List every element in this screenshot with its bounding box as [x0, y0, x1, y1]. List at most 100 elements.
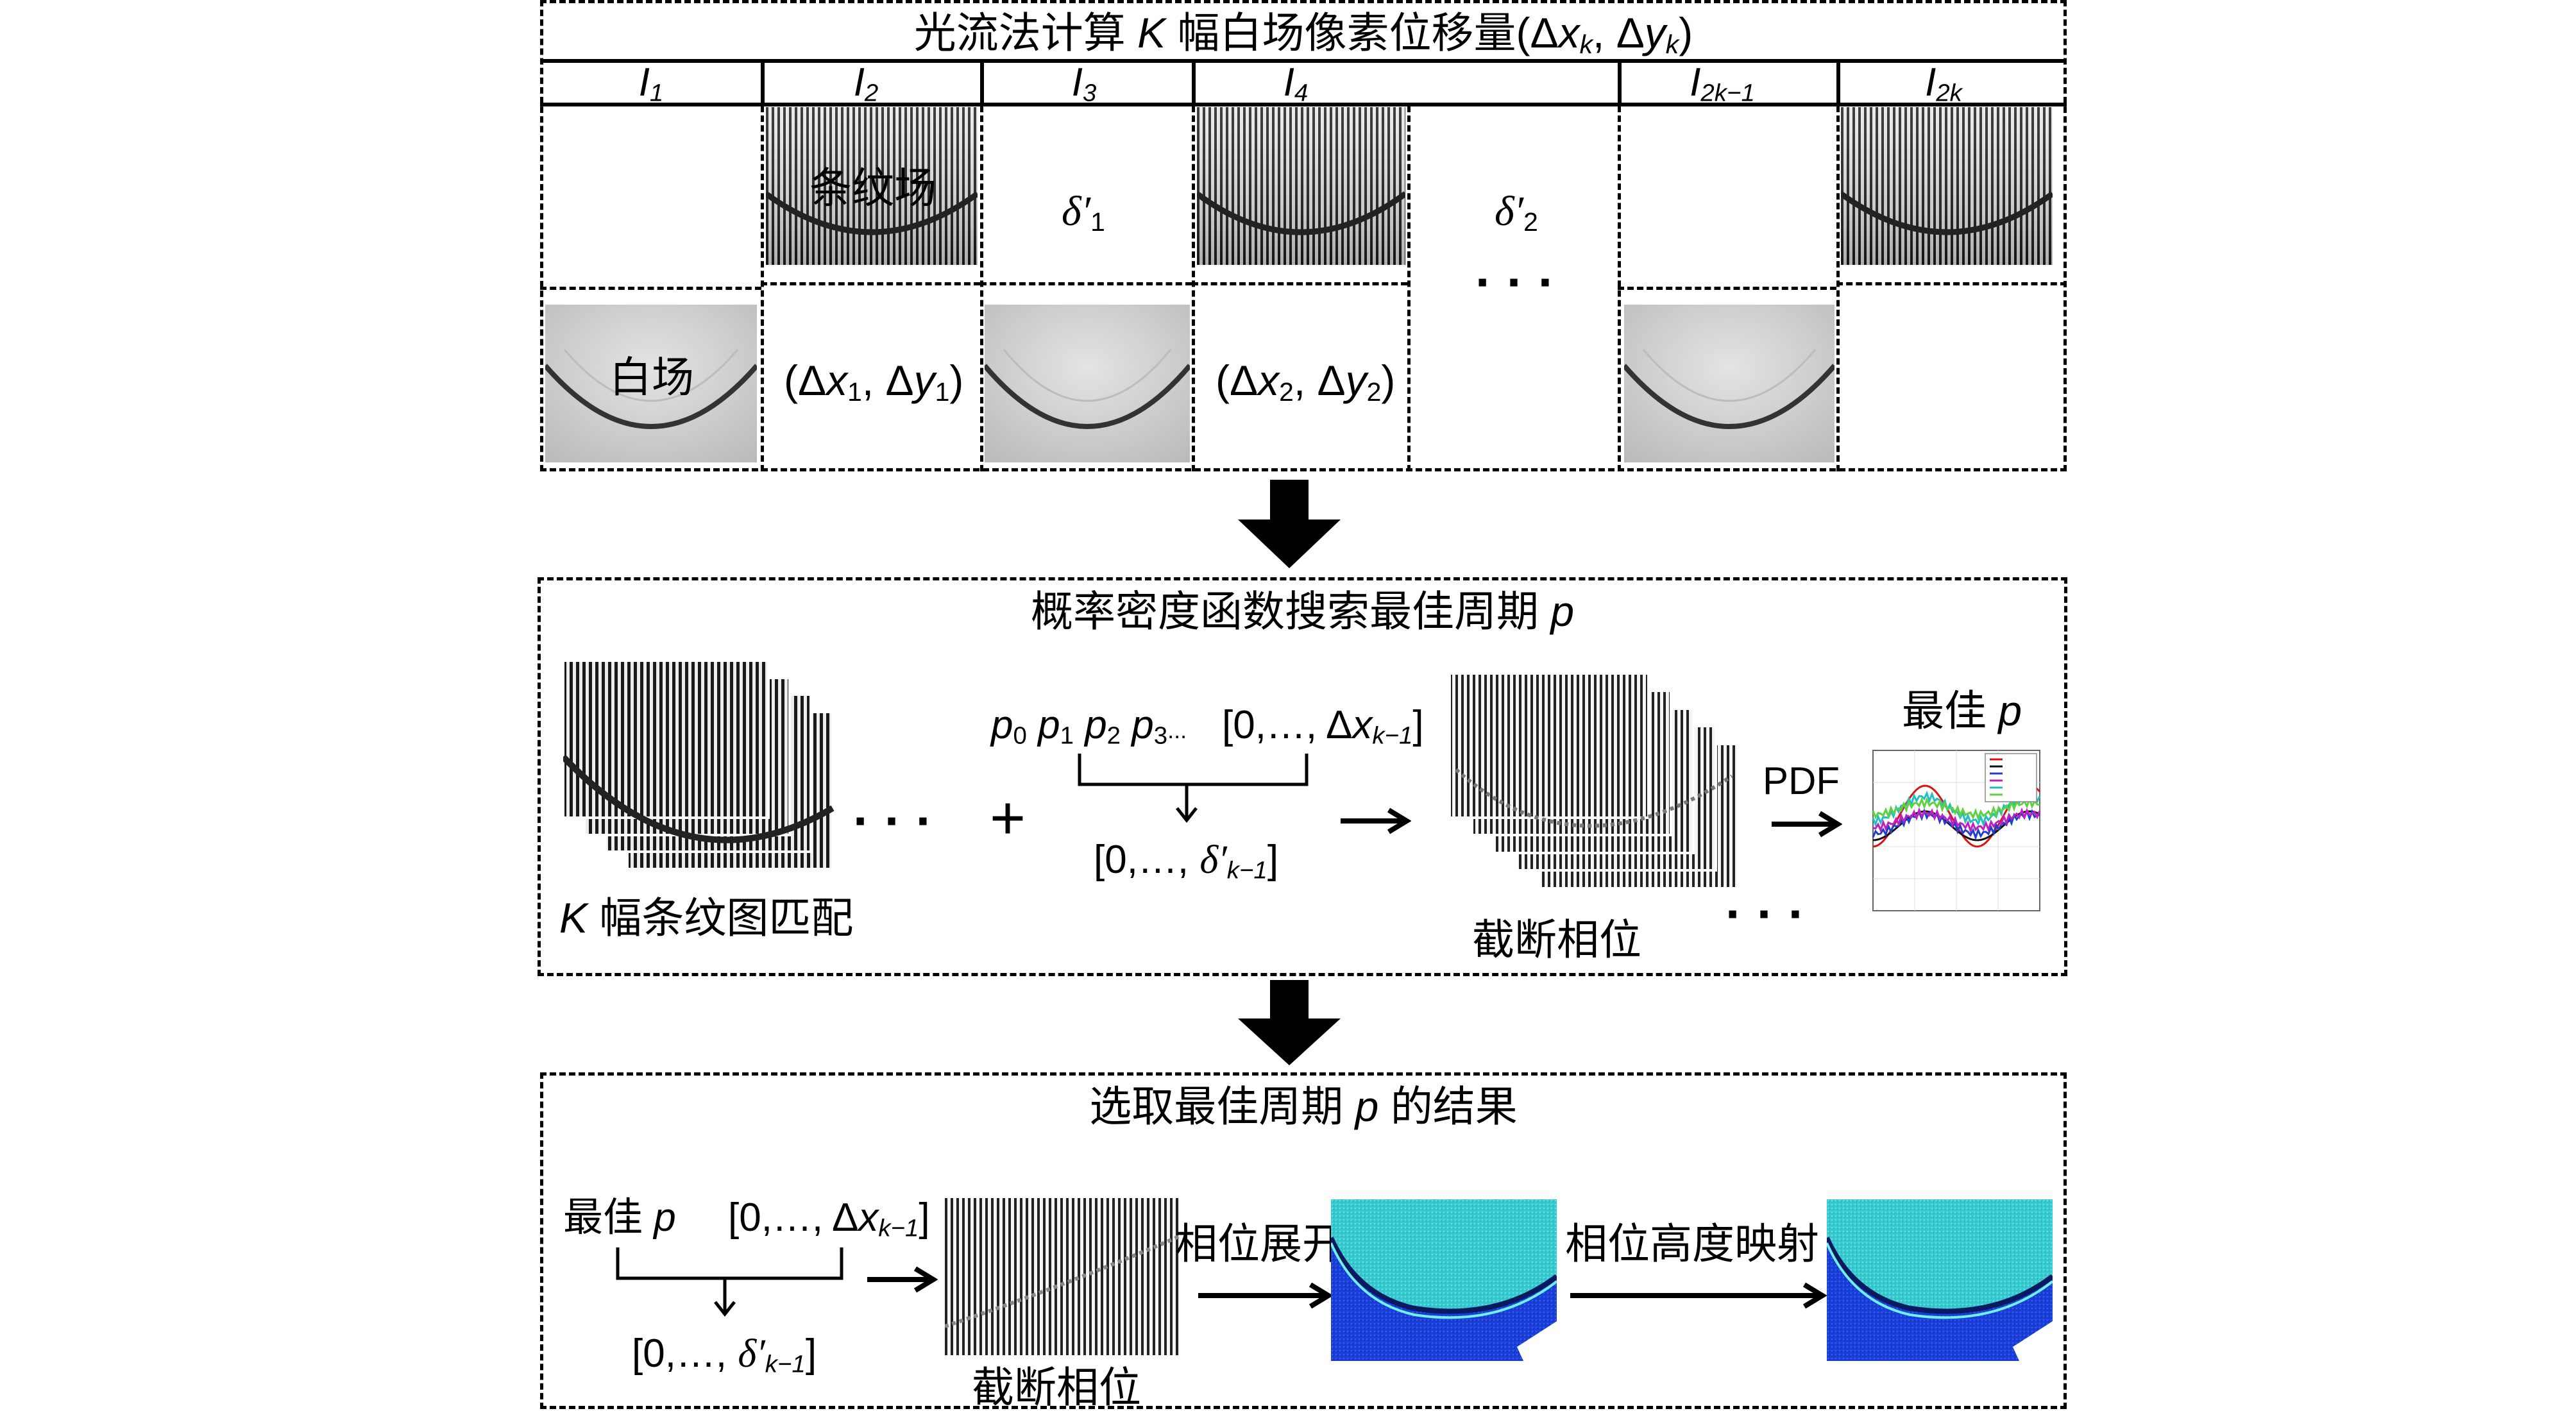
col-dash-1: [761, 106, 764, 471]
best-label-text: 最佳: [1902, 687, 1987, 734]
delta-2: δ′2: [1495, 189, 1538, 235]
disp2-s2: 2: [1366, 377, 1382, 407]
stack-label-text: 幅条纹图匹配: [599, 894, 854, 942]
fringe-image-i2: [766, 107, 978, 265]
col-sep-1: [761, 61, 765, 106]
panel2-arrow-2: [1772, 811, 1842, 838]
header-i2k-sub: 2k: [1936, 79, 1962, 107]
panel3-delta-open: [0,…,: [632, 1331, 738, 1376]
panel1-title-pre: 光流法计算: [913, 9, 1126, 56]
row-divider-5: [1618, 287, 1836, 290]
panel3-delta-close: ]: [805, 1331, 817, 1376]
header-i2: I2: [760, 63, 972, 106]
header-i4-base: I: [1283, 60, 1294, 105]
panel3-wrapped-label: 截断相位: [972, 1364, 1141, 1411]
panel2-bracket: [1078, 754, 1309, 824]
unwrap-label: 相位展开: [1175, 1220, 1344, 1267]
displacement-1: (Δx1, Δy1): [784, 359, 963, 405]
disp1-y: y: [913, 357, 935, 404]
white-image-i1: [545, 305, 757, 462]
header-i1-base: I: [638, 60, 650, 105]
panel3-delta-d: δ′: [738, 1332, 765, 1376]
panel2-title-pre: 概率密度函数搜索最佳周期: [1030, 587, 1539, 635]
disp2-mid: , Δ: [1293, 357, 1346, 404]
col-sep-3: [1192, 61, 1196, 106]
disp2-close: ): [1381, 357, 1396, 404]
panel2-delta-open: [0,…,: [1094, 838, 1200, 882]
panel3-delta-range: [0,…, δ′k−1]: [632, 1334, 817, 1377]
panel1-title: 光流法计算 K 幅白场像素位移量(Δxk, Δyk): [540, 12, 2067, 58]
header-i1: I1: [545, 63, 757, 106]
panel2-dx-open: [0,…, Δ: [1222, 703, 1353, 747]
panel2-dx-x: x: [1352, 703, 1373, 747]
white-field-label: 白场: [609, 353, 694, 401]
disp1-x: x: [826, 357, 848, 404]
displacement-2: (Δx2, Δy2): [1216, 359, 1395, 405]
header-i4-sub: 4: [1294, 79, 1309, 107]
p0-sub: 0: [1013, 722, 1027, 750]
panel3-arrow-2: [1198, 1282, 1333, 1309]
delta-2-sub: 2: [1523, 207, 1538, 237]
fringe-image-i2k: [1841, 107, 2053, 265]
disp1-mid: , Δ: [861, 357, 914, 404]
panel-pdf-search: [538, 577, 2067, 976]
panel2-wrapped-label: 截断相位: [1472, 916, 1641, 963]
panel2-dots: · · ·: [853, 792, 933, 849]
wrapped-phase-stack: [1450, 673, 1740, 890]
p1-base: p: [1038, 703, 1060, 747]
panel3-title: 选取最佳周期 p 的结果: [540, 1085, 2067, 1128]
fringe-stack: [563, 661, 835, 870]
panel2-delta-sub: k−1: [1226, 856, 1267, 884]
header-i2-base: I: [853, 60, 865, 105]
disp2-open: (Δ: [1216, 357, 1258, 404]
header-i4: I4: [1190, 63, 1402, 106]
p-ellipsis: ...: [1167, 717, 1187, 743]
panel3-dx-sub: k−1: [878, 1214, 919, 1242]
panel3-dx-x: x: [858, 1196, 879, 1240]
col-dash-6: [1836, 106, 1840, 471]
header-bottom-line: [540, 103, 2067, 106]
best-label-p: p: [1998, 687, 2022, 734]
panel-optical-flow: [540, 0, 2067, 471]
panel1-title-comma: , Δ: [1593, 9, 1645, 56]
p3-sub: 3: [1153, 722, 1168, 750]
row-divider-1: [540, 287, 761, 290]
panel3-dx-range: [0,…, Δxk−1]: [728, 1198, 930, 1241]
stack-label-k: K: [559, 894, 588, 942]
header-i2k-1: I2k−1: [1616, 63, 1828, 106]
panel2-delta-close: ]: [1267, 838, 1279, 882]
panel2-dx-close: ]: [1412, 703, 1424, 747]
panel2-delta-range: [0,…, δ′k−1]: [1094, 840, 1278, 883]
panel3-delta-sub: k−1: [765, 1350, 806, 1378]
col-sep-2: [980, 61, 984, 106]
header-top-line: [540, 59, 2067, 63]
row-divider-4: [1192, 282, 1407, 285]
white-image-i3: [985, 305, 1190, 462]
header-i3: I3: [978, 63, 1190, 106]
disp1-s1: 1: [847, 377, 862, 407]
pdf-label: PDF: [1763, 759, 1840, 802]
header-i3-base: I: [1071, 60, 1083, 105]
panel3-bracket: [616, 1247, 843, 1317]
panel1-title-x: x: [1558, 9, 1580, 56]
delta-1-sym: δ′: [1062, 188, 1091, 235]
panel1-title-end: ): [1679, 9, 1693, 56]
disp1-open: (Δ: [784, 357, 827, 404]
panel3-title-pre: 选取最佳周期: [1089, 1083, 1344, 1130]
header-i2k-1-base: I: [1690, 60, 1701, 105]
down-arrow-1: [1238, 480, 1341, 568]
panel2-dx-sub: k−1: [1372, 722, 1413, 750]
panel1-title-sub-k: k: [1579, 30, 1593, 59]
col-dash-4: [1407, 106, 1411, 471]
disp1-close: ): [949, 357, 964, 404]
delta-1: δ′1: [1062, 189, 1105, 235]
header-i3-sub: 3: [1082, 79, 1097, 107]
disp1-s2: 1: [935, 377, 950, 407]
header-i2-sub: 2: [864, 79, 879, 107]
panel-result: [540, 1072, 2067, 1409]
panel2-delta-d: δ′: [1199, 838, 1227, 882]
header-i2k: I2k: [1835, 63, 2053, 106]
pdf-series-3: [1872, 807, 2041, 834]
best-p-label: 最佳 p: [1902, 689, 2022, 732]
panel1-title-y: y: [1644, 9, 1666, 56]
